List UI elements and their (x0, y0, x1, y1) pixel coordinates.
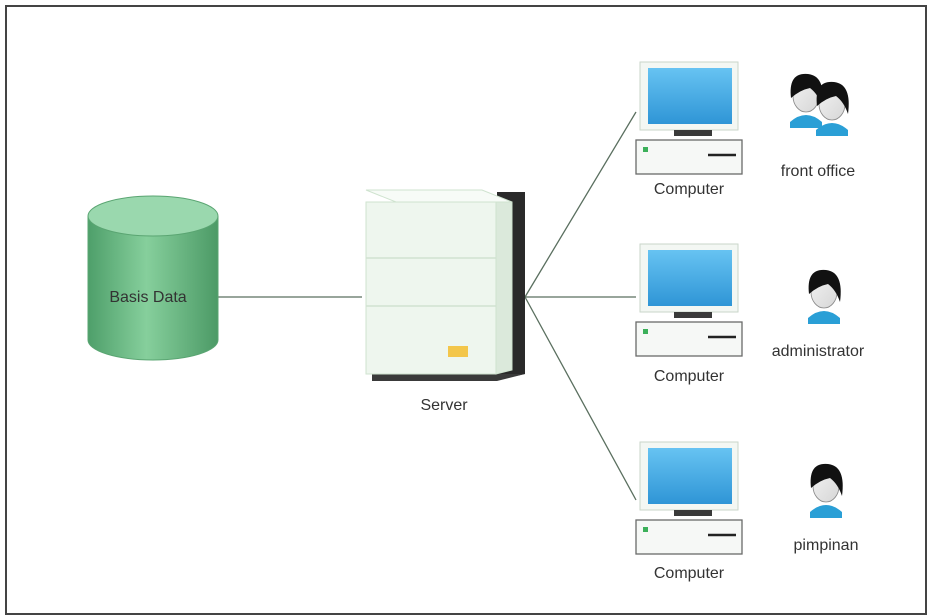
user-group-icon (790, 73, 849, 136)
user-label-front-office: front office (781, 163, 856, 180)
computer-label-2: Computer (654, 368, 725, 385)
database-cylinder-icon: Basis Data (87, 195, 219, 361)
user-icon (808, 269, 841, 324)
connectors (218, 111, 637, 501)
computer-label-1: Computer (654, 181, 725, 198)
server-indicator-icon (448, 346, 468, 357)
connector-server-computer-3 (524, 296, 637, 501)
diagram-frame (5, 5, 927, 615)
user-label-pimpinan: pimpinan (794, 537, 859, 554)
server-label: Server (420, 397, 468, 414)
user-label-administrator: administrator (772, 343, 865, 360)
user-icon (810, 463, 843, 518)
database-label: Basis Data (109, 289, 186, 306)
connector-server-computer-1 (524, 111, 637, 298)
server-tower-icon: Server (365, 189, 525, 414)
computer-icon (635, 243, 743, 357)
computer-label-3: Computer (654, 565, 725, 582)
computer-icon (635, 61, 743, 175)
computer-icon (635, 441, 743, 555)
